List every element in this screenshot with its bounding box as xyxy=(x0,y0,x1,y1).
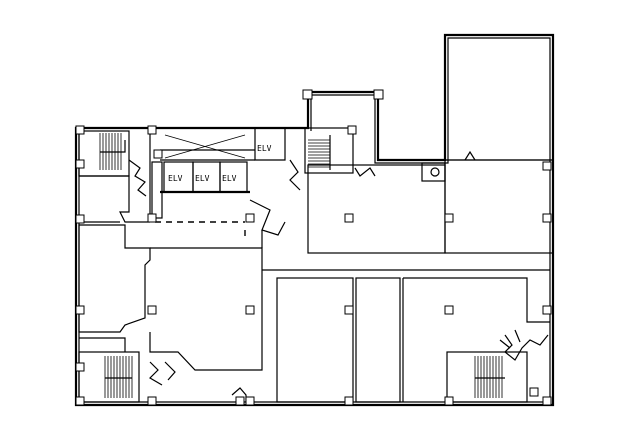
rooms-east-upper xyxy=(307,150,554,254)
room-south-1 xyxy=(276,277,354,403)
room-hatched xyxy=(78,224,151,333)
room-south-3 xyxy=(403,277,550,323)
elevator-label-main: ELV xyxy=(257,144,272,153)
rooms-southeast xyxy=(276,277,550,403)
room-central-west xyxy=(149,199,286,371)
elevator-lobby xyxy=(149,127,286,240)
columns xyxy=(75,89,552,406)
west-corridor xyxy=(79,175,150,223)
elevator-label-1: ELV xyxy=(168,174,183,183)
room-south-2 xyxy=(355,277,401,403)
stair-north-center xyxy=(289,127,354,191)
stair-southwest xyxy=(78,337,247,403)
room-east-2 xyxy=(444,159,554,254)
room-east-1 xyxy=(307,164,446,254)
elevator-bank: ELV ELV ELV ELV xyxy=(151,144,272,219)
elevator-label-2: ELV xyxy=(195,174,210,183)
stair-southeast xyxy=(446,329,549,403)
elevator-label-3: ELV xyxy=(222,174,237,183)
stair-northwest xyxy=(78,130,147,197)
room-northeast xyxy=(444,34,554,161)
